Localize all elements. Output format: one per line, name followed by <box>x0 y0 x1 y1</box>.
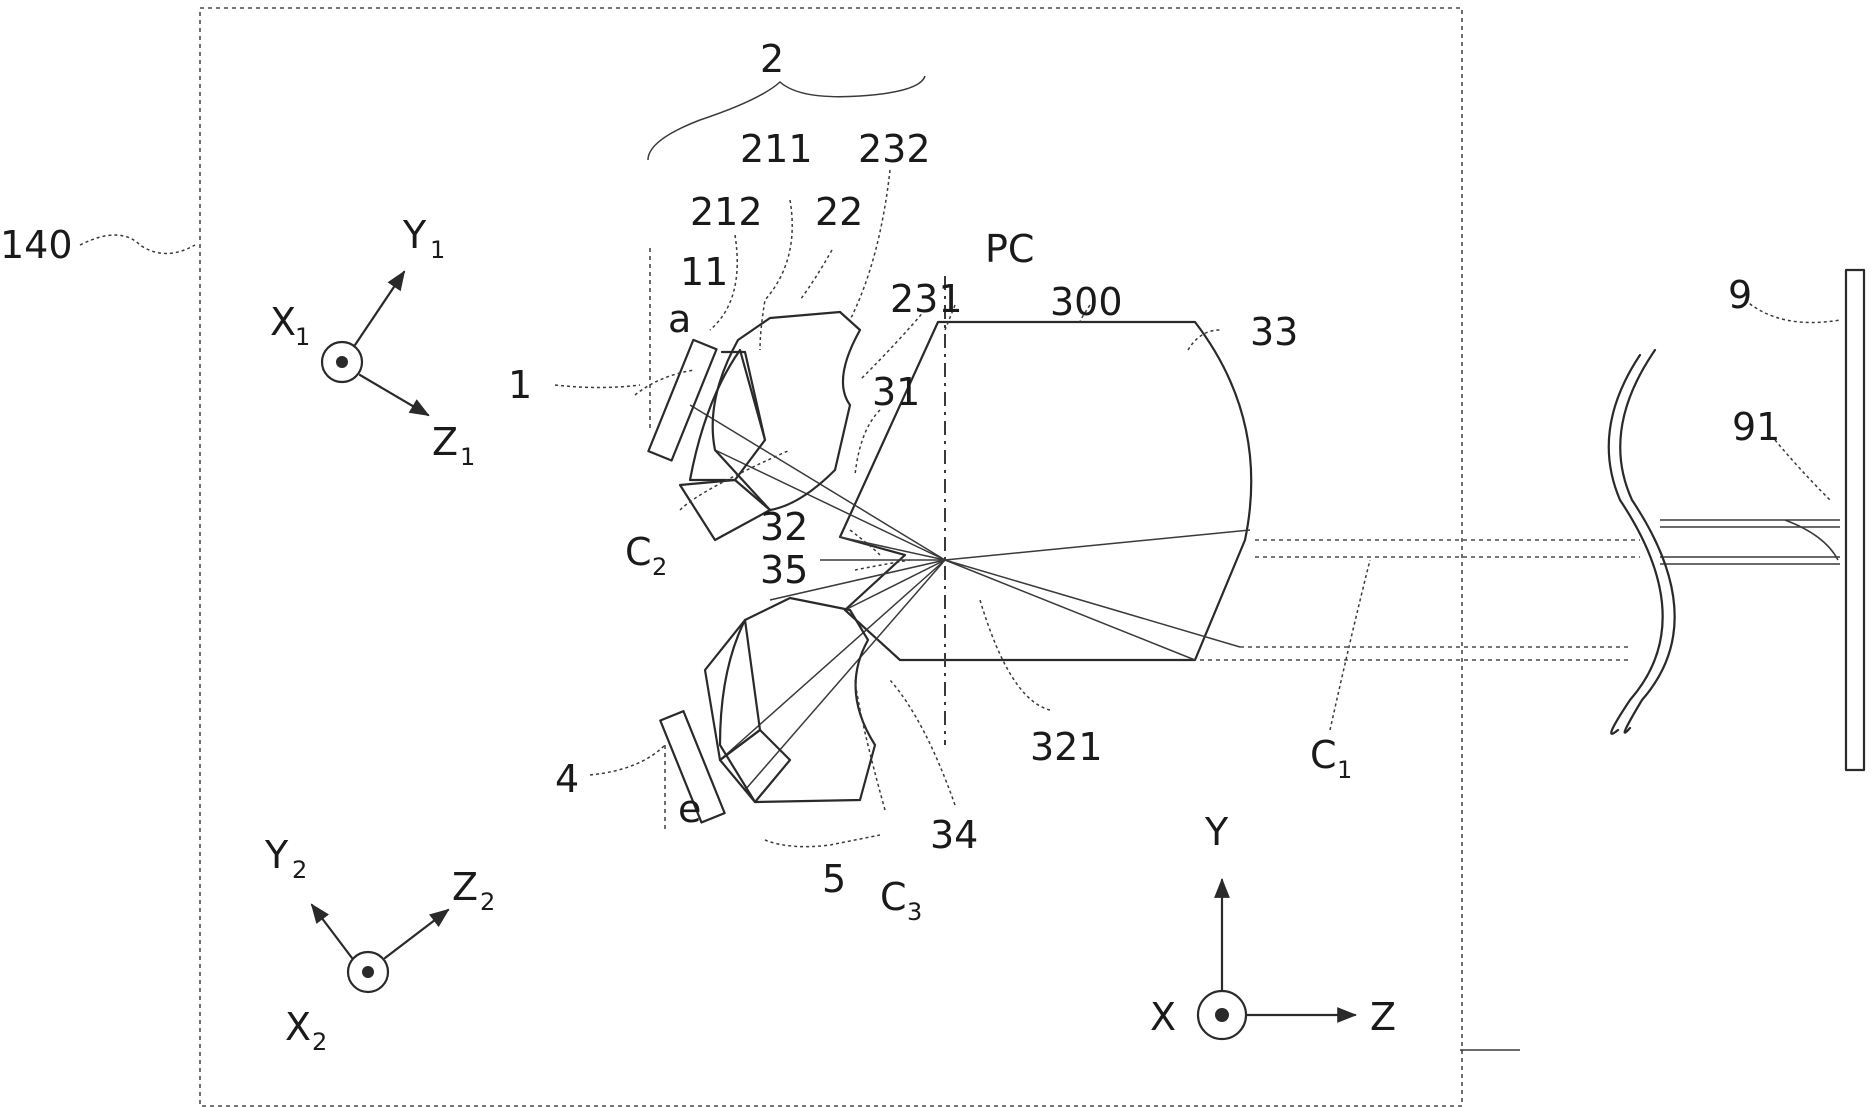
label-pc: PC <box>985 227 1034 271</box>
label-5: 5 <box>822 857 846 901</box>
label-35: 35 <box>760 548 808 592</box>
label-31: 31 <box>872 370 920 414</box>
axis-1-labels: X 1 Y 1 Z 1 <box>270 213 475 471</box>
axis-triad-1 <box>322 272 428 415</box>
label-22: 22 <box>815 190 863 234</box>
svg-text:1: 1 <box>460 443 475 471</box>
svg-text:X: X <box>285 1005 311 1049</box>
svg-text:3: 3 <box>907 898 922 926</box>
label-1: 1 <box>508 363 532 407</box>
svg-text:2: 2 <box>312 1028 327 1056</box>
svg-text:Z: Z <box>1370 995 1396 1039</box>
label-e: e <box>678 787 701 831</box>
axis-2-labels: Y 2 Z 2 X 2 <box>264 833 495 1056</box>
label-34: 34 <box>930 813 978 857</box>
svg-text:Y: Y <box>264 833 289 877</box>
svg-text:Y: Y <box>402 213 427 257</box>
svg-text:C: C <box>625 530 652 574</box>
label-300: 300 <box>1050 280 1123 324</box>
label-33: 33 <box>1250 310 1298 354</box>
label-11: 11 <box>680 250 728 294</box>
label-2: 2 <box>760 37 784 81</box>
break-marks <box>1609 350 1675 734</box>
svg-text:Z: Z <box>452 865 478 909</box>
label-140: 140 <box>0 223 73 267</box>
svg-text:X: X <box>270 300 296 344</box>
svg-text:1: 1 <box>1337 756 1352 784</box>
lower-optical-group <box>705 598 875 802</box>
label-231: 231 <box>890 277 963 321</box>
label-212: 212 <box>690 190 763 234</box>
svg-text:Y: Y <box>1204 810 1229 854</box>
label-c1: C 1 <box>1310 733 1352 784</box>
ray-fan <box>690 405 1250 790</box>
display-panel-1 <box>648 340 716 461</box>
svg-text:X: X <box>1150 995 1176 1039</box>
svg-text:2: 2 <box>292 856 307 884</box>
brace-group-5 <box>765 835 880 847</box>
label-c2: C 2 <box>625 530 667 581</box>
outgoing-beams <box>1200 520 1840 660</box>
axis-triad-global <box>1198 880 1355 1039</box>
svg-text:C: C <box>1310 733 1337 777</box>
label-a: a <box>668 297 691 341</box>
svg-text:1: 1 <box>295 323 310 351</box>
label-9: 9 <box>1728 273 1752 317</box>
axis-triad-2 <box>312 905 448 992</box>
svg-text:C: C <box>880 875 907 919</box>
svg-text:2: 2 <box>480 888 495 916</box>
axis-global-labels: Y X Z <box>1150 810 1396 1039</box>
screen-9 <box>1846 270 1864 770</box>
label-232: 232 <box>858 127 931 171</box>
svg-text:2: 2 <box>652 553 667 581</box>
svg-text:1: 1 <box>430 236 445 264</box>
svg-text:Z: Z <box>432 420 458 464</box>
label-321: 321 <box>1030 725 1103 769</box>
label-4: 4 <box>555 757 579 801</box>
label-32: 32 <box>760 505 808 549</box>
label-91: 91 <box>1732 405 1780 449</box>
label-c3: C 3 <box>880 875 922 926</box>
label-211: 211 <box>740 127 813 171</box>
